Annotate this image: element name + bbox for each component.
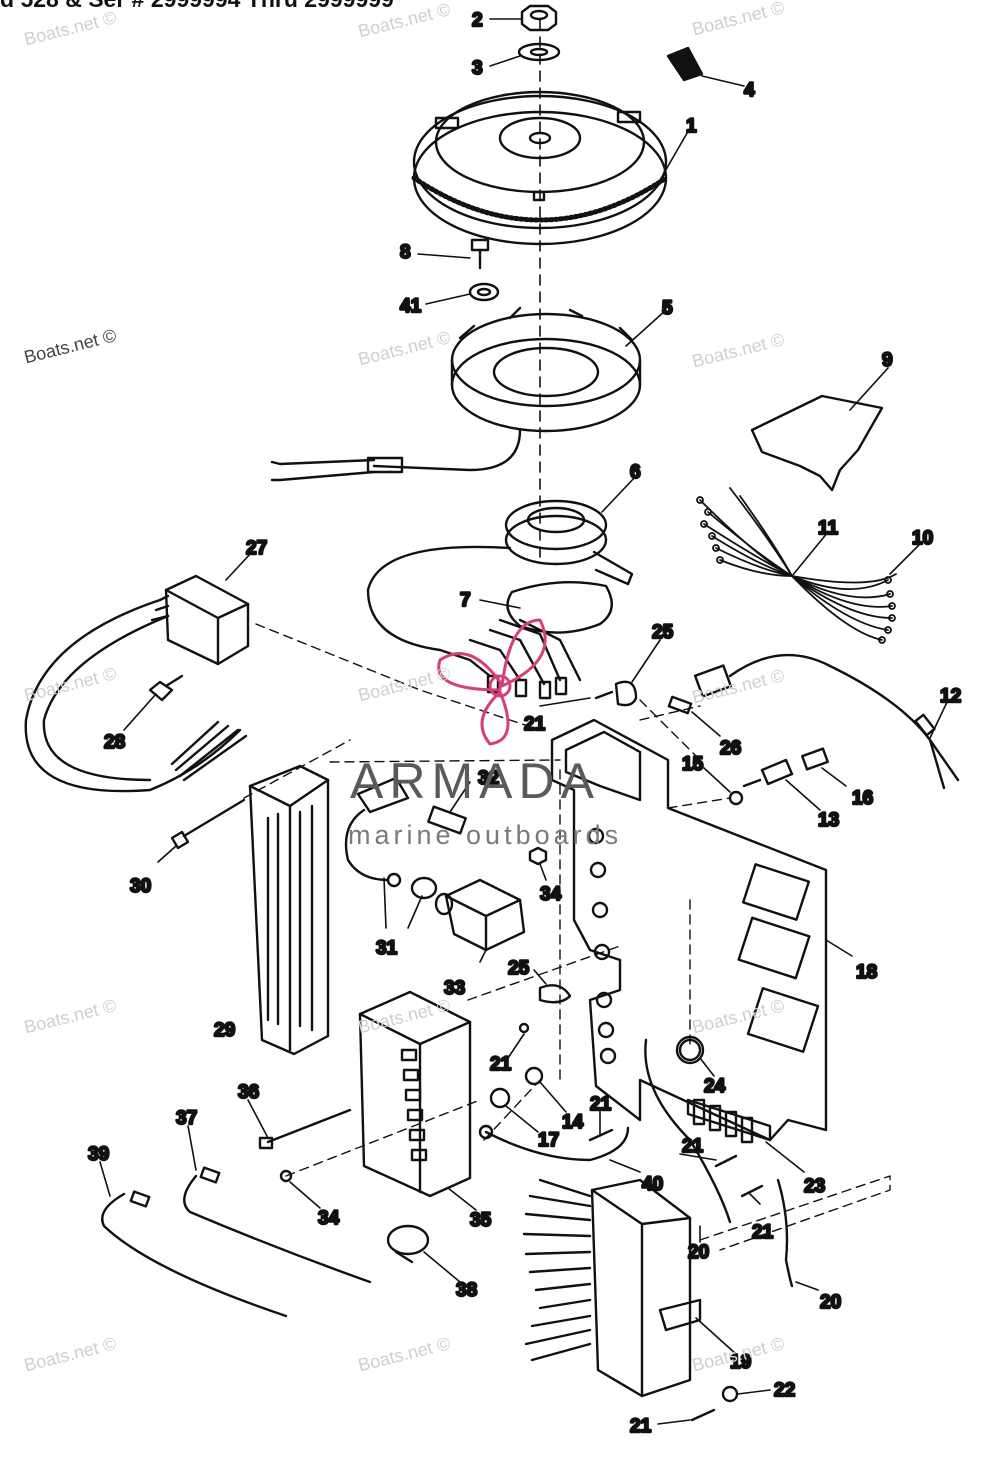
callout-38: 38 (456, 1280, 477, 1301)
switch-box (248, 764, 330, 1056)
callout-17: 17 (538, 1130, 559, 1151)
callout-33: 33 (444, 978, 465, 999)
assembly-dashes (243, 623, 891, 1251)
callout-21c: 21 (590, 1094, 612, 1115)
callout-13: 13 (818, 810, 839, 831)
cable-clip-38 (386, 1224, 430, 1264)
callout-1: 1 (686, 116, 697, 137)
callout-6: 6 (630, 462, 641, 483)
screw-30 (170, 798, 246, 850)
bracket (750, 394, 884, 492)
nut-34 (528, 846, 548, 866)
stator (270, 306, 642, 482)
callout-25b: 25 (508, 958, 530, 979)
callout-27: 27 (246, 538, 267, 559)
callout-34: 34 (540, 884, 562, 905)
spark-plug-lead (344, 776, 438, 900)
callout-21: 21 (524, 714, 546, 735)
callout-labels: 2 3 4 1 8 41 5 9 6 7 11 10 12 27 28 30 3… (87, 9, 963, 1438)
brand-tagline: marine outboards (348, 820, 623, 850)
flywheel-nut (520, 4, 558, 32)
callout-20: 20 (688, 1242, 709, 1263)
callout-28: 28 (104, 732, 125, 753)
cap-16 (801, 747, 829, 771)
part-26 (667, 695, 693, 715)
washer (517, 42, 561, 62)
callout-18: 18 (856, 962, 877, 983)
callout-20b: 20 (820, 1292, 841, 1313)
washer-41 (468, 282, 500, 302)
screw-36 (258, 1108, 352, 1150)
callout-19: 19 (730, 1352, 751, 1373)
callout-16: 16 (852, 788, 873, 809)
clamp-25b (518, 984, 572, 1034)
nut-15 (728, 790, 744, 806)
callout-32: 32 (478, 768, 499, 789)
callout-14: 14 (562, 1112, 584, 1133)
switch-13 (742, 758, 794, 788)
callout-11: 11 (818, 518, 839, 539)
callout-21e: 21 (752, 1222, 774, 1243)
callout-26: 26 (720, 738, 741, 759)
callout-3: 3 (472, 58, 483, 79)
callout-22: 22 (774, 1380, 795, 1401)
nut-34b (279, 1169, 293, 1183)
callout-25: 25 (652, 622, 674, 643)
terminal-block (686, 1098, 772, 1144)
ground-strap-40 (484, 1126, 630, 1162)
lead-20a (644, 1038, 732, 1224)
callout-7: 7 (460, 590, 471, 611)
switch-box-35 (358, 990, 472, 1198)
flywheel-key (666, 46, 704, 82)
callout-34b: 34 (318, 1208, 340, 1229)
callout-41: 41 (400, 296, 422, 317)
callout-2: 2 (472, 10, 483, 31)
callout-36: 36 (238, 1082, 259, 1103)
callout-12: 12 (940, 686, 961, 707)
leader-lines (99, 18, 949, 1425)
ignition-coil (434, 878, 526, 952)
washer-14 (524, 1066, 544, 1086)
callout-31: 31 (376, 938, 398, 959)
flywheel (411, 90, 669, 246)
callout-39: 39 (88, 1144, 109, 1165)
callout-23: 23 (804, 1176, 825, 1197)
screw-28 (148, 674, 184, 702)
trigger-retainer (506, 580, 613, 634)
callout-37: 37 (176, 1108, 197, 1129)
screw-21 (588, 1128, 764, 1422)
brand-name: ARMADA (350, 753, 600, 809)
callout-5: 5 (662, 298, 673, 319)
washer-22 (721, 1385, 739, 1403)
callout-24: 24 (704, 1076, 726, 1097)
callout-30: 30 (130, 876, 151, 897)
harness-lead (693, 653, 960, 790)
callout-8: 8 (400, 242, 411, 263)
callout-21d: 21 (682, 1136, 704, 1157)
wire-bundle (696, 487, 897, 644)
clamp-25a (594, 680, 638, 707)
callout-29: 29 (214, 1020, 235, 1041)
nut-17 (489, 1087, 511, 1109)
trigger-leads (438, 618, 582, 700)
callout-15: 15 (682, 754, 704, 775)
trigger (366, 499, 634, 652)
lead-20b (776, 1178, 794, 1288)
callout-4: 4 (744, 80, 755, 101)
callout-10: 10 (912, 528, 933, 549)
callout-21b: 21 (490, 1054, 512, 1075)
rectifier (24, 574, 250, 793)
callout-21f: 21 (630, 1416, 652, 1437)
callout-9: 9 (882, 350, 893, 371)
control-module (522, 1178, 702, 1398)
lead-37 (183, 1166, 372, 1284)
lead-39 (101, 1190, 288, 1318)
callout-40: 40 (642, 1174, 663, 1195)
propeller-logo (437, 618, 547, 746)
diagram-header: d 528 & Ser # 2999994 Thru 2999999 (0, 0, 394, 13)
callout-35: 35 (470, 1210, 492, 1231)
screw-8 (470, 238, 490, 270)
